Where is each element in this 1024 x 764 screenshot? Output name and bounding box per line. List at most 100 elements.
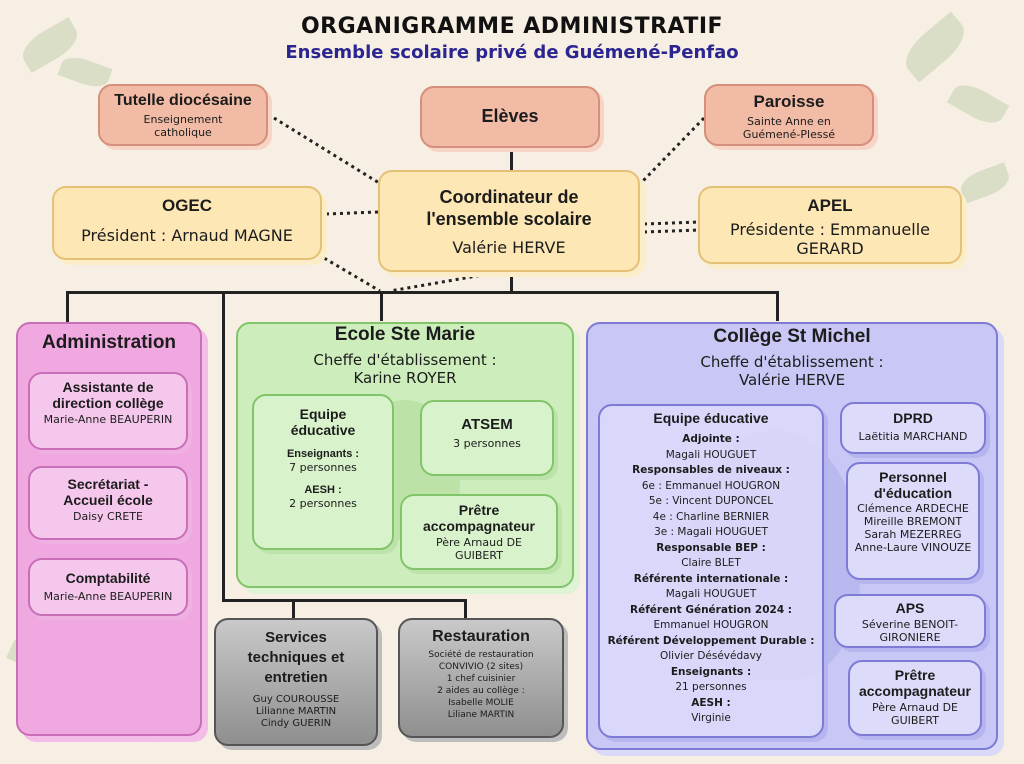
admin-item-title2: Accueil école xyxy=(63,492,153,508)
college-equipe-line: Magali HOUGUET xyxy=(665,448,757,461)
ecole-aesh-value: 2 personnes xyxy=(289,497,357,510)
aps-name1: Séverine BENOIT- xyxy=(861,618,959,631)
ecole-title: Ecole Ste Marie xyxy=(334,324,476,345)
college-pretre-title1: Prêtre xyxy=(894,667,936,683)
services-title2: techniques et xyxy=(247,649,345,666)
college-equipe-line: 21 personnes xyxy=(675,681,747,693)
services-name: Cindy GUERIN xyxy=(260,718,332,729)
tutelle-title: Tutelle diocésaine xyxy=(114,92,252,109)
ogec-box: OGEC Président : Arnaud MAGNE xyxy=(52,186,322,260)
ecole-pretre-title1: Prêtre xyxy=(458,502,500,518)
tutelle-line2: catholique xyxy=(154,126,212,139)
paroisse-line1: Sainte Anne en xyxy=(747,115,831,128)
college-equipe-line: Magali HOUGUET xyxy=(665,588,757,600)
college-equipe-line: 4e : Charline BERNIER xyxy=(652,510,770,523)
college-equipe-title: Equipe éducative xyxy=(653,410,769,426)
aps-name2: GIRONIERE xyxy=(879,631,941,644)
ecole-equipe-title1: Equipe xyxy=(299,406,347,422)
eleves-box: Elèves xyxy=(420,86,600,148)
connector-line xyxy=(776,291,779,321)
restauration-line: Liliane MARTIN xyxy=(447,710,515,720)
ogec-title: OGEC xyxy=(161,196,213,215)
paroisse-title: Paroisse xyxy=(753,92,825,111)
services-title1: Services xyxy=(265,629,327,646)
college-equipe-line: Référente internationale : xyxy=(633,572,789,585)
administration-title: Administration xyxy=(41,332,177,353)
college-equipe-line: Emmanuel HOUGRON xyxy=(653,619,769,631)
college-aps-box: APS Séverine BENOIT- GIRONIERE xyxy=(834,594,986,648)
ecole-ens-label: Enseignants : xyxy=(286,448,360,460)
restauration-box: Restauration Société de restauration CON… xyxy=(398,618,564,738)
college-pretre-name2: GUIBERT xyxy=(891,714,939,727)
college-pretre-title2: accompagnateur xyxy=(858,683,972,699)
coordinateur-title1: Coordinateur de xyxy=(439,187,579,207)
college-equipe-line: Enseignants : xyxy=(670,665,752,678)
college-dprd-box: DPRD Laëtitia MARCHAND xyxy=(840,402,986,454)
college-equipe-line: Responsables de niveaux : xyxy=(632,464,790,476)
college-equipe-line: 6e : Emmanuel HOUGRON xyxy=(641,479,781,492)
admin-item-title1: Secrétariat - xyxy=(67,476,149,492)
ecole-atsem-title: ATSEM xyxy=(461,416,513,433)
personnel-name: Mireille BREMONT xyxy=(863,515,963,528)
restauration-line: Société de restauration xyxy=(428,650,534,660)
ecole-atsem-value: 3 personnes xyxy=(453,437,521,450)
dprd-title: DPRD xyxy=(893,410,933,426)
college-equipe-box: Equipe éducative Adjointe :Magali HOUGUE… xyxy=(598,404,824,738)
coordinateur-title2: l'ensemble scolaire xyxy=(426,209,592,229)
page-subtitle: Ensemble scolaire privé de Guémené-Penfa… xyxy=(285,42,739,63)
connector-line xyxy=(464,599,467,619)
personnel-name: Sarah MEZERREG xyxy=(864,528,962,541)
ecole-role: Cheffe d'établissement : xyxy=(313,351,497,369)
restauration-line: 2 aides au collège : xyxy=(437,686,525,696)
aps-title: APS xyxy=(895,600,925,616)
college-equipe-line: Référent Développement Durable : xyxy=(607,634,815,647)
connector-line xyxy=(510,152,513,172)
services-box: Services techniques et entretien Guy COU… xyxy=(214,618,378,746)
services-name: Lilianne MARTIN xyxy=(255,706,337,717)
connector-line xyxy=(510,272,513,292)
admin-item: Comptabilité Marie-Anne BEAUPERIN xyxy=(28,558,188,616)
admin-item-title1: Comptabilité xyxy=(65,570,151,586)
college-equipe-line: AESH : xyxy=(691,696,731,709)
admin-item-title2: direction collège xyxy=(52,395,164,411)
apel-line2: GERARD xyxy=(796,239,864,258)
eleves-title: Elèves xyxy=(481,106,539,126)
personnel-name: Anne-Laure VINOUZE xyxy=(854,541,972,554)
connector-line xyxy=(66,291,69,323)
admin-item: Secrétariat - Accueil école Daisy CRETE xyxy=(28,466,188,540)
connector-line xyxy=(66,291,778,294)
coordinateur-box: Coordinateur de l'ensemble scolaire Valé… xyxy=(378,170,640,272)
dprd-name: Laëtitia MARCHAND xyxy=(858,430,968,443)
ecole-atsem-box: ATSEM 3 personnes xyxy=(420,400,554,476)
admin-item-name: Marie-Anne BEAUPERIN xyxy=(43,590,173,603)
connector-line xyxy=(222,599,466,602)
ecole-equipe-title2: éducative xyxy=(290,422,356,438)
connector-line xyxy=(380,291,383,321)
ogec-president: Président : Arnaud MAGNE xyxy=(81,226,293,245)
admin-item: Assistante de direction collège Marie-An… xyxy=(28,372,188,450)
ecole-pretre-title2: accompagnateur xyxy=(422,518,536,534)
college-equipe-line: 5e : Vincent DUPONCEL xyxy=(648,495,774,507)
restauration-line: Isabelle MOLIE xyxy=(448,698,514,708)
ecole-aesh-label: AESH : xyxy=(304,484,342,496)
admin-item-name: Daisy CRETE xyxy=(73,510,143,523)
ecole-equipe-box: Equipe éducative Enseignants : 7 personn… xyxy=(252,394,394,550)
services-title3: entretien xyxy=(264,669,328,686)
paroisse-line2: Guémené-Plessé xyxy=(742,128,836,141)
restauration-line: CONVIVIO (2 sites) xyxy=(438,662,524,672)
college-personnel-box: Personnel d'éducation Clémence ARDECHE M… xyxy=(846,462,980,580)
college-equipe-line: Virginie xyxy=(691,712,731,724)
personnel-name: Clémence ARDECHE xyxy=(857,502,969,515)
apel-line1: Présidente : Emmanuelle xyxy=(730,220,930,239)
ecole-pretre-name2: GUIBERT xyxy=(455,549,503,562)
restauration-title: Restauration xyxy=(432,628,530,645)
connector-line xyxy=(292,599,295,619)
restauration-line: 1 chef cuisinier xyxy=(446,674,516,684)
paroisse-box: Paroisse Sainte Anne en Guémené-Plessé xyxy=(704,84,874,146)
admin-item-name: Marie-Anne BEAUPERIN xyxy=(43,413,173,426)
college-director: Valérie HERVE xyxy=(738,371,846,389)
college-title: Collège St Michel xyxy=(713,326,871,347)
college-equipe-line: Claire BLET xyxy=(681,557,741,569)
college-pretre-name1: Père Arnaud DE xyxy=(872,701,958,714)
